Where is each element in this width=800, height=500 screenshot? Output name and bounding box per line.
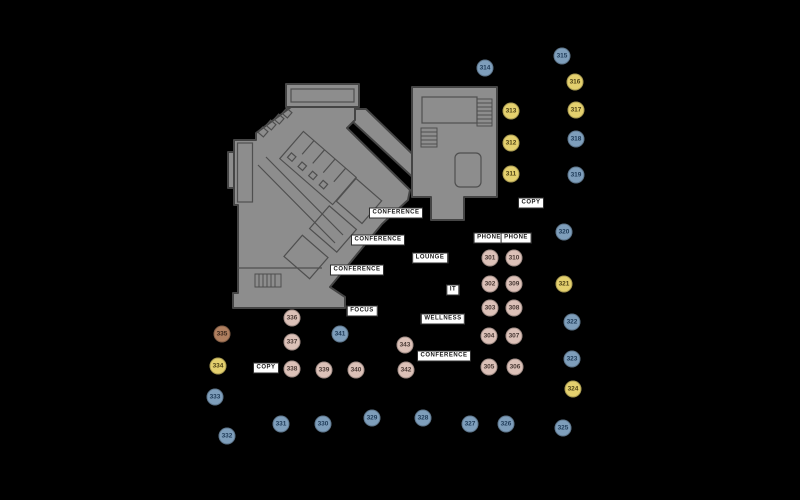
seat-marker-303[interactable]: 303 (481, 299, 499, 317)
seat-marker-302[interactable]: 302 (481, 275, 499, 293)
seat-marker-309[interactable]: 309 (505, 275, 523, 293)
seat-marker-331[interactable]: 331 (272, 415, 290, 433)
seat-marker-341[interactable]: 341 (331, 325, 349, 343)
seat-marker-318[interactable]: 318 (567, 130, 585, 148)
seat-marker-343[interactable]: 343 (396, 336, 414, 354)
seat-marker-306[interactable]: 306 (506, 358, 524, 376)
seat-marker-333[interactable]: 333 (206, 388, 224, 406)
seat-marker-321[interactable]: 321 (555, 275, 573, 293)
seat-marker-320[interactable]: 320 (555, 223, 573, 241)
room-label-lounge-8: LOUNGE (412, 252, 448, 264)
seat-marker-308[interactable]: 308 (505, 299, 523, 317)
seat-marker-324[interactable]: 324 (564, 380, 582, 398)
seat-marker-314[interactable]: 314 (476, 59, 494, 77)
seat-marker-315[interactable]: 315 (553, 47, 571, 65)
seat-marker-311[interactable]: 311 (502, 165, 520, 183)
seat-marker-312[interactable]: 312 (502, 134, 520, 152)
main-wing-shape (232, 106, 411, 309)
seat-marker-330[interactable]: 330 (314, 415, 332, 433)
seat-marker-327[interactable]: 327 (461, 415, 479, 433)
interior-walls (236, 88, 482, 280)
room-label-copy-6: COPY (517, 197, 545, 209)
room-label-conference-0: CONFERENCE (368, 207, 424, 219)
stairs-icons (254, 98, 493, 288)
seat-marker-316[interactable]: 316 (566, 73, 584, 91)
seat-marker-340[interactable]: 340 (347, 361, 365, 379)
seat-marker-301[interactable]: 301 (481, 249, 499, 267)
seat-marker-339[interactable]: 339 (315, 361, 333, 379)
seat-marker-334[interactable]: 334 (209, 357, 227, 375)
room-label-phone-5: PHONE (500, 232, 532, 244)
seat-marker-307[interactable]: 307 (505, 327, 523, 345)
seat-marker-329[interactable]: 329 (363, 409, 381, 427)
seat-marker-313[interactable]: 313 (502, 102, 520, 120)
seat-marker-323[interactable]: 323 (563, 350, 581, 368)
seat-marker-336[interactable]: 336 (283, 309, 301, 327)
seat-marker-337[interactable]: 337 (283, 333, 301, 351)
seat-marker-325[interactable]: 325 (554, 419, 572, 437)
seat-marker-342[interactable]: 342 (397, 361, 415, 379)
seat-marker-310[interactable]: 310 (505, 249, 523, 267)
seat-marker-326[interactable]: 326 (497, 415, 515, 433)
room-label-wellness-10: WELLNESS (420, 313, 466, 325)
seat-marker-305[interactable]: 305 (480, 358, 498, 376)
room-label-it-9: IT (446, 284, 460, 296)
seat-marker-322[interactable]: 322 (563, 313, 581, 331)
seat-marker-319[interactable]: 319 (567, 166, 585, 184)
seat-marker-338[interactable]: 338 (283, 360, 301, 378)
seat-marker-335[interactable]: 335 (213, 325, 231, 343)
room-label-conference-3: CONFERENCE (416, 350, 472, 362)
seat-marker-328[interactable]: 328 (414, 409, 432, 427)
room-label-conference-2: CONFERENCE (329, 264, 385, 276)
room-label-focus-11: FOCUS (346, 305, 378, 317)
seat-marker-317[interactable]: 317 (567, 101, 585, 119)
room-label-copy-7: COPY (252, 362, 280, 374)
seat-marker-332[interactable]: 332 (218, 427, 236, 445)
room-label-conference-1: CONFERENCE (350, 234, 406, 246)
seat-marker-304[interactable]: 304 (480, 327, 498, 345)
